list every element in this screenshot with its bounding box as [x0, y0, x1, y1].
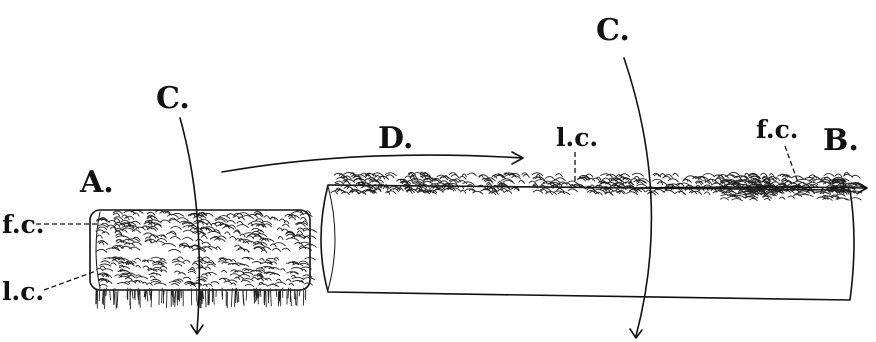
label-c-right: C.: [596, 13, 630, 48]
label-d: D.: [378, 121, 413, 156]
cylinder-a: [90, 210, 317, 309]
label-lc-left: l.c.: [2, 277, 44, 306]
label-fc-right: f.c.: [756, 115, 799, 144]
label-b: B.: [823, 123, 859, 158]
cylinder-b: [321, 172, 865, 300]
cylinder-a-long-cilia: [96, 257, 316, 309]
label-a: A.: [79, 165, 114, 200]
leader-lc-left: [44, 271, 96, 290]
cilia-strokes: [96, 210, 317, 253]
cilia-strokes: [97, 257, 316, 287]
label-c-left: C.: [156, 81, 190, 116]
arrow-d: [222, 152, 523, 172]
label-lc-top: l.c.: [556, 123, 598, 152]
cylinder-a-fine-cilia: [96, 210, 317, 253]
cylinder-b-body: [321, 185, 854, 300]
label-fc-left: f.c.: [2, 210, 45, 239]
cilia-strokes: [96, 288, 306, 309]
cylinder-b-left-end: [328, 186, 335, 290]
